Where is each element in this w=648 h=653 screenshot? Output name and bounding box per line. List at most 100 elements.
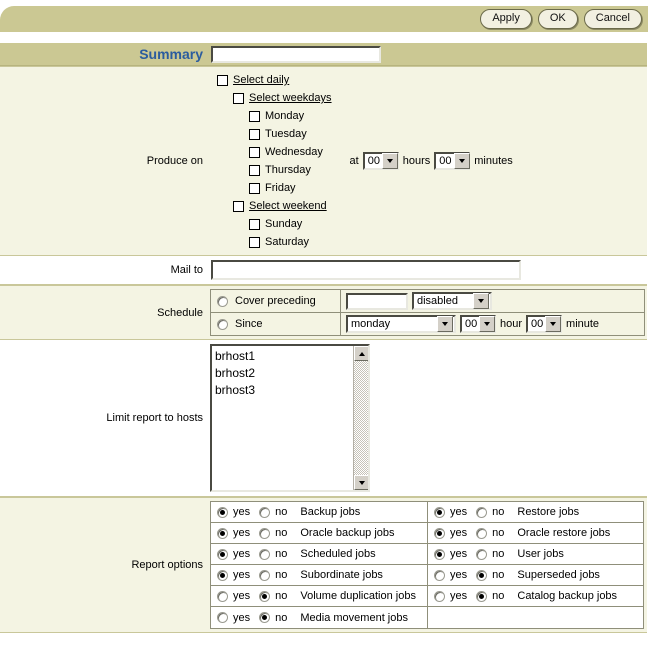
produce-on-node-saturday[interactable]: Saturday [211,234,332,250]
produce-on-node-select-weekdays[interactable]: Select weekdays [211,90,332,106]
table-row: yes no Restore jobs [428,502,643,523]
oracle-backup-jobs-yes-radio[interactable] [217,527,228,539]
restore-jobs-yes-radio[interactable] [434,506,445,518]
hours-select-value: 00 [367,155,380,167]
since-day-select[interactable]: monday [346,315,456,333]
cover-preceding-controls: disabled [341,292,644,310]
catalog-backup-jobs-no-radio[interactable] [476,590,488,602]
oracle-restore-jobs-yes-radio[interactable] [434,527,445,539]
schedule-table: Cover preceding disabled [210,289,645,336]
yes-label: yes [450,548,468,560]
cover-preceding-unit-select[interactable]: disabled [412,292,492,310]
tuesday-label: Tuesday [265,128,307,140]
job-name: Oracle backup jobs [300,527,395,539]
friday-checkbox[interactable] [249,182,260,194]
produce-on-node-wednesday[interactable]: Wednesday [211,144,332,160]
superseded-jobs-no-radio[interactable] [476,569,488,581]
produce-on-node-select-weekend[interactable]: Select weekend [211,198,332,214]
superseded-jobs-yes-radio[interactable] [434,569,445,581]
hours-select[interactable]: 00 [362,152,399,170]
summary-value-cell [208,43,647,65]
cover-preceding-radio[interactable] [217,295,228,307]
apply-button[interactable]: Apply [480,9,532,29]
since-hour-unit-label: hour [500,318,523,330]
select-daily-label[interactable]: Select daily [233,74,290,86]
media-movement-jobs-no-radio[interactable] [259,612,271,623]
since-controls: monday 00 hour 00 [341,315,644,333]
ok-button[interactable]: OK [537,9,578,29]
chevron-down-icon[interactable] [479,316,496,332]
chevron-down-icon[interactable] [437,316,453,332]
hosts-listbox-scrollbar[interactable] [353,346,368,490]
job-name: Backup jobs [300,506,361,518]
since-minute-select[interactable]: 00 [526,315,563,333]
mail-to-input[interactable] [211,260,521,280]
since-radio[interactable] [217,318,228,330]
produce-on-node-monday[interactable]: Monday [211,108,332,124]
list-item[interactable]: brhost2 [215,366,256,380]
oracle-backup-jobs-no-radio[interactable] [259,527,271,539]
saturday-checkbox[interactable] [249,236,260,248]
oracle-restore-jobs-no-radio[interactable] [476,527,488,539]
hosts-listbox[interactable]: brhost1 brhost2 brhost3 [210,344,370,492]
toolbar-button-group: Apply OK Cancel [480,9,642,29]
limit-hosts-value-cell: brhost1 brhost2 brhost3 [208,340,647,496]
subordinate-jobs-no-radio[interactable] [259,569,271,581]
user-jobs-no-radio[interactable] [476,548,488,560]
limit-hosts-label: Limit report to hosts [106,412,203,424]
table-row: yes no Oracle restore jobs [428,523,643,544]
since-label: Since [235,318,263,330]
mail-to-row: Mail to [0,256,647,285]
list-item[interactable]: brhost1 [215,349,256,363]
job-name: Oracle restore jobs [517,527,611,539]
cancel-button[interactable]: Cancel [583,9,642,29]
monday-checkbox[interactable] [249,110,260,122]
mail-to-value-cell [208,256,647,284]
produce-on-node-sunday[interactable]: Sunday [211,216,332,232]
report-options-right-column: yes no Restore jobs yes no Oracle restor… [427,501,644,629]
yes-label: yes [233,569,251,581]
no-label: no [492,527,505,539]
produce-on-time-group: at 00 hours 00 minutes [350,152,513,170]
user-jobs-yes-radio[interactable] [434,548,445,560]
produce-on-node-friday[interactable]: Friday [211,180,332,196]
restore-jobs-no-radio[interactable] [476,506,488,518]
scroll-down-icon[interactable] [354,475,368,490]
minutes-unit-label: minutes [474,155,513,167]
scheduled-jobs-yes-radio[interactable] [217,548,228,560]
select-weekdays-checkbox[interactable] [233,92,244,104]
select-weekend-label[interactable]: Select weekend [249,200,327,212]
sunday-checkbox[interactable] [249,218,260,230]
produce-on-node-thursday[interactable]: Thursday [211,162,332,178]
chevron-down-icon[interactable] [545,316,562,332]
select-weekdays-label[interactable]: Select weekdays [249,92,332,104]
subordinate-jobs-yes-radio[interactable] [217,569,228,581]
backup-jobs-yes-radio[interactable] [217,506,228,518]
since-radio-cell[interactable]: Since [211,313,341,335]
produce-on-node-select-daily[interactable]: Select daily [211,72,332,88]
chevron-down-icon[interactable] [473,293,489,309]
wednesday-checkbox[interactable] [249,146,260,158]
cover-preceding-amount-input[interactable] [346,292,408,310]
scheduled-jobs-no-radio[interactable] [259,548,271,560]
chevron-down-icon[interactable] [453,153,470,169]
catalog-backup-jobs-yes-radio[interactable] [434,590,445,602]
thursday-checkbox[interactable] [249,164,260,176]
media-movement-jobs-yes-radio[interactable] [217,612,228,623]
report-options-grid: yes no Backup jobs yes no Oracle backup … [210,501,645,629]
since-hour-select[interactable]: 00 [460,315,496,333]
produce-on-node-tuesday[interactable]: Tuesday [211,126,332,142]
select-weekend-checkbox[interactable] [233,200,244,212]
minutes-select[interactable]: 00 [434,152,471,170]
select-daily-checkbox[interactable] [217,74,228,86]
volume-duplication-jobs-no-radio[interactable] [259,590,271,602]
scroll-up-icon[interactable] [354,346,368,361]
tuesday-checkbox[interactable] [249,128,260,140]
summary-input[interactable] [211,45,381,63]
backup-jobs-no-radio[interactable] [259,506,271,518]
list-item[interactable]: brhost3 [215,383,256,397]
volume-duplication-jobs-yes-radio[interactable] [217,590,228,602]
yes-label: yes [450,569,468,581]
chevron-down-icon[interactable] [381,153,398,169]
cover-preceding-radio-cell[interactable]: Cover preceding [211,290,341,312]
